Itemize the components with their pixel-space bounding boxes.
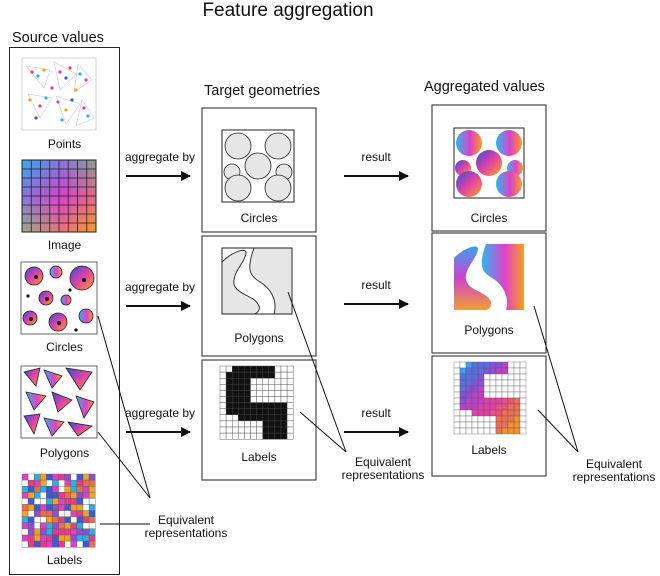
target-labels-graphic xyxy=(219,365,294,440)
source-label-points: Points xyxy=(47,137,82,151)
arrows xyxy=(126,171,409,437)
aggregated-label-labels: Labels xyxy=(471,443,507,457)
header-target-geometries: Target geometries xyxy=(204,83,321,99)
source-circles-thumbnail xyxy=(20,261,98,335)
arrow-label-result-3: result xyxy=(361,406,391,420)
aggregated-label-circles: Circles xyxy=(470,211,508,225)
equivalence-lines xyxy=(97,291,579,525)
source-points-thumbnail xyxy=(21,57,97,131)
arrow-label-aggregate-2: aggregate by xyxy=(124,280,196,294)
aggregated-polygons-graphic xyxy=(454,244,524,310)
target-label-labels: Labels xyxy=(241,450,277,464)
arrow-label-result-2: result xyxy=(361,278,391,292)
target-polygons-graphic xyxy=(221,247,293,315)
header-aggregated-values: Aggregated values xyxy=(424,79,545,95)
arrow-label-result-1: result xyxy=(361,150,391,164)
target-circles-graphic xyxy=(221,129,295,203)
arrow-label-aggregate-1: aggregate by xyxy=(124,150,196,164)
source-label-image: Image xyxy=(47,238,82,252)
aggregated-circles-graphic xyxy=(453,127,525,199)
source-label-labels: Labels xyxy=(46,553,83,567)
aggregated-polygons-box xyxy=(431,232,547,354)
aggregated-labels-graphic xyxy=(453,361,527,435)
target-label-circles: Circles xyxy=(240,211,278,225)
header-source-values: Source values xyxy=(12,30,104,46)
diagram-title: Feature aggregation xyxy=(202,0,374,21)
source-labels-thumbnail xyxy=(21,473,96,548)
source-label-circles: Circles xyxy=(46,340,83,354)
source-image-thumbnail xyxy=(21,159,97,233)
source-polygons-thumbnail xyxy=(20,365,98,439)
arrow-label-aggregate-3: aggregate by xyxy=(124,406,196,420)
source-label-polygons: Polygons xyxy=(39,446,90,460)
aggregated-label-polygons: Polygons xyxy=(464,323,514,337)
target-label-polygons: Polygons xyxy=(234,331,284,345)
points-dots xyxy=(28,66,90,122)
